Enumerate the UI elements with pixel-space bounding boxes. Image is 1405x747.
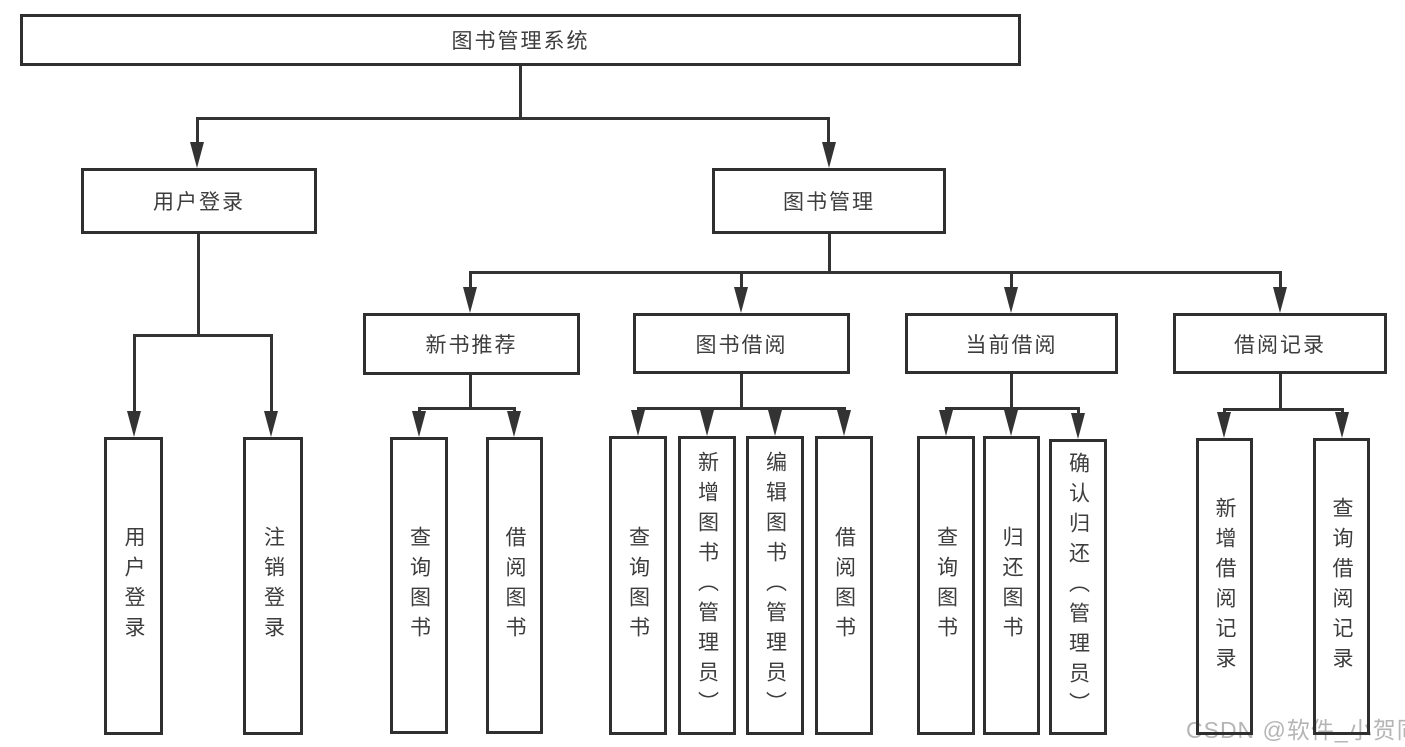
arrow-down-icon [1273,287,1287,313]
csdn-watermark: CSDN @软件_小贺同学 [1186,717,1405,743]
connector-line [469,271,472,293]
connector-line [196,117,830,120]
connector-line [1223,408,1343,411]
node-library-management-system: 图书管理系统 [20,14,1021,66]
arrow-down-icon [412,411,426,437]
connector-line [1279,374,1282,411]
connector-line [1010,374,1013,410]
connector-line [196,117,199,148]
node-bb-query-book: 查询图书 [609,436,667,735]
arrow-down-icon [1004,287,1018,313]
arrow-down-icon [1217,412,1231,438]
node-cb-confirm-return-admin: 确认归还（管理员） [1049,439,1107,735]
node-do-user-login: 用户登录 [104,437,163,735]
arrow-down-icon [700,410,714,436]
connector-line [637,407,845,410]
arrow-down-icon [1071,413,1085,439]
connector-line [740,271,743,293]
arrow-down-icon [768,410,782,436]
node-bb-edit-book-admin: 编辑图书（管理员） [746,436,804,735]
node-bb-borrow-book: 借阅图书 [815,436,873,735]
arrow-down-icon [939,410,953,436]
arrow-down-icon [507,411,521,437]
connector-line [1279,271,1282,293]
connector-line [828,234,831,274]
connector-line [133,334,136,417]
connector-line [469,375,472,410]
node-logout: 注销登录 [243,437,303,735]
connector-line [418,407,515,410]
arrow-down-icon [190,142,204,168]
arrow-down-icon [837,410,851,436]
connector-line [1010,271,1013,293]
connector-line [827,117,830,148]
connector-line [197,234,200,337]
arrow-down-icon [264,411,278,437]
node-new-book-recommend: 新书推荐 [363,313,580,375]
arrow-down-icon [822,142,836,168]
node-cb-query-book: 查询图书 [917,436,975,735]
connector-line [270,334,273,417]
node-br-query-record: 查询借阅记录 [1313,438,1370,735]
node-br-add-record: 新增借阅记录 [1196,438,1253,735]
node-user-login: 用户登录 [81,168,317,234]
node-current-borrowing: 当前借阅 [905,313,1118,374]
node-borrow-records: 借阅记录 [1173,313,1387,374]
node-book-management: 图书管理 [712,168,946,234]
node-cb-return-book: 归还图书 [983,436,1040,735]
node-nb-borrow-book: 借阅图书 [486,437,543,734]
arrow-down-icon [1004,410,1018,436]
arrow-down-icon [1335,412,1349,438]
connector-line [519,66,522,120]
arrow-down-icon [127,411,141,437]
connector-line [133,334,273,337]
connector-line [469,271,1281,274]
node-nb-query-book: 查询图书 [390,437,448,734]
connector-line [740,374,743,410]
node-bb-add-book-admin: 新增图书（管理员） [678,436,736,735]
arrow-down-icon [631,410,645,436]
node-book-borrowing: 图书借阅 [633,313,850,374]
arrow-down-icon [734,287,748,313]
arrow-down-icon [463,287,477,313]
